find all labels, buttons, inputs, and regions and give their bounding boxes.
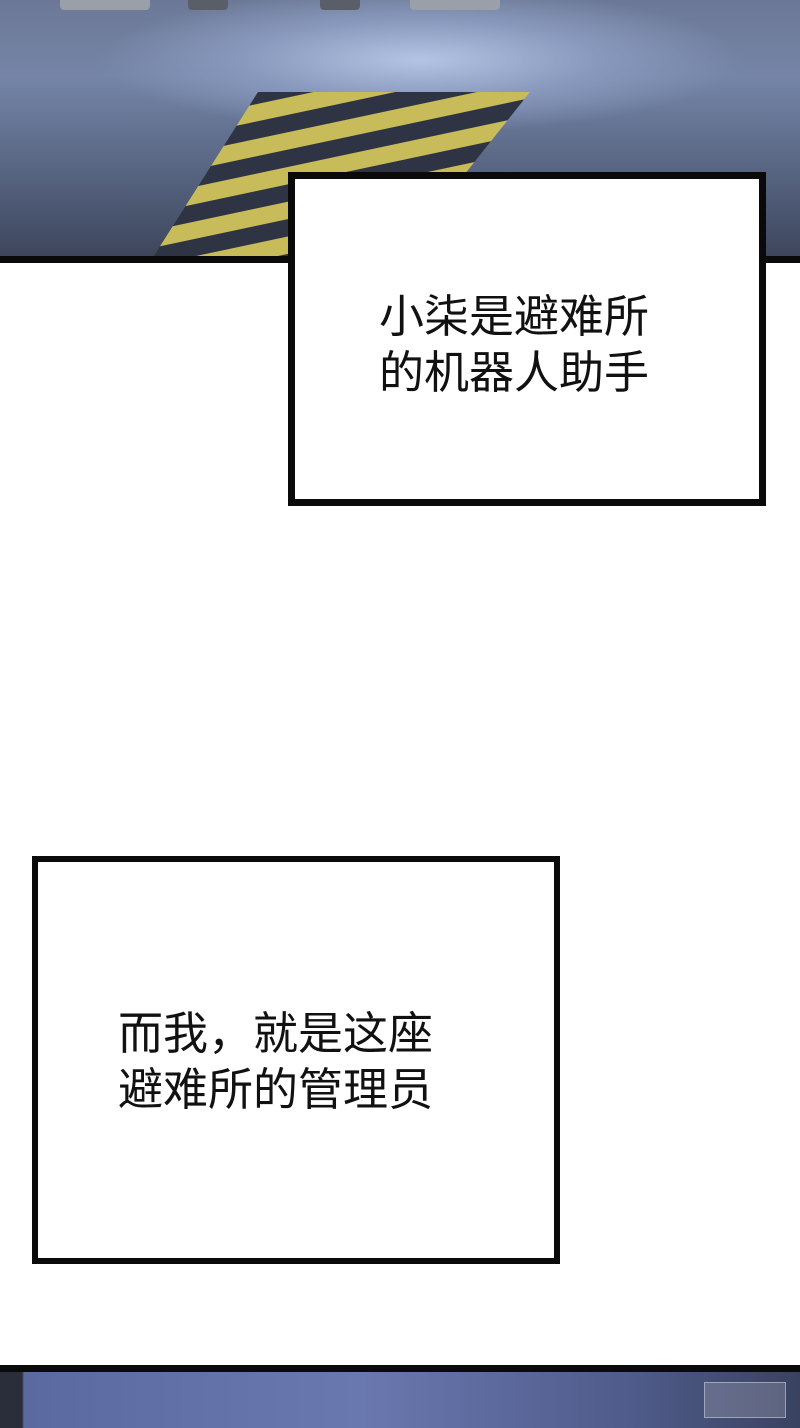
caption-line: 小柒是避难所: [379, 290, 650, 343]
caption-box-2: 而我，就是这座 避难所的管理员: [32, 856, 560, 1264]
ceiling-fixture: [320, 0, 360, 10]
ceiling-fixture: [188, 0, 228, 10]
caption-box-1: 小柒是避难所 的机器人助手: [288, 172, 766, 506]
caption-line: 的机器人助手: [379, 346, 650, 399]
caption-line: 避难所的管理员: [118, 1063, 434, 1116]
bottom-panel-floor-scene: [0, 1365, 800, 1428]
caption-text-2: 而我，就是这座 避难所的管理员: [118, 1006, 433, 1118]
caption-text-1: 小柒是避难所 的机器人助手: [379, 289, 649, 401]
caption-line: 而我，就是这座: [118, 1007, 434, 1060]
ceiling-light: [60, 0, 150, 10]
watermark-logo: [704, 1382, 786, 1418]
ceiling-light: [410, 0, 500, 10]
